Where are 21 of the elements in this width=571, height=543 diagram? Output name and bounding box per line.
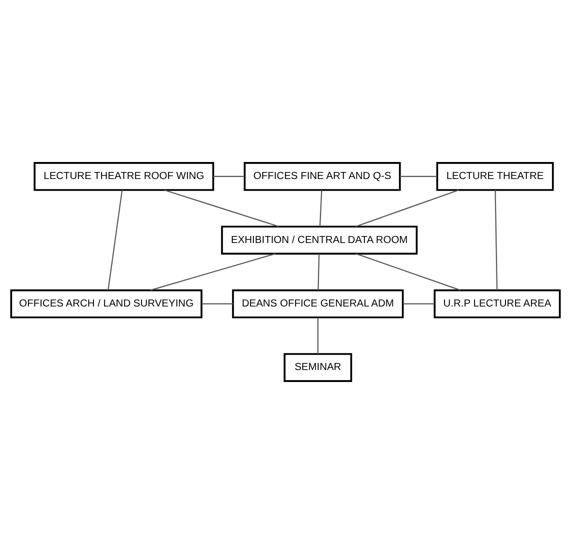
node-box: SEMINAR <box>284 352 352 382</box>
node-box: LECTURE THEATRE ROOF WING <box>34 162 214 190</box>
connector <box>150 252 276 290</box>
connector <box>400 175 438 177</box>
connector <box>213 175 245 177</box>
node-box: EXHIBITION / CENTRAL DATA ROOM <box>221 225 418 254</box>
node-box: DEANS OFFICE GENERAL ADM <box>232 288 404 318</box>
connector <box>494 190 498 290</box>
connector <box>403 302 434 304</box>
connector <box>202 302 233 304</box>
connector <box>319 190 322 226</box>
connector <box>356 252 461 290</box>
node-box: OFFICES FINE ART AND Q-S <box>244 162 401 190</box>
node-box: U.R.P LECTURE AREA <box>434 288 561 318</box>
node-box: OFFICES ARCH / LAND SURVEYING <box>10 288 202 318</box>
connector <box>164 189 279 227</box>
connector <box>108 190 123 290</box>
connector <box>356 189 460 227</box>
connector <box>318 253 320 290</box>
node-box: LECTURE THEATRE <box>436 162 554 190</box>
connector <box>317 316 318 354</box>
